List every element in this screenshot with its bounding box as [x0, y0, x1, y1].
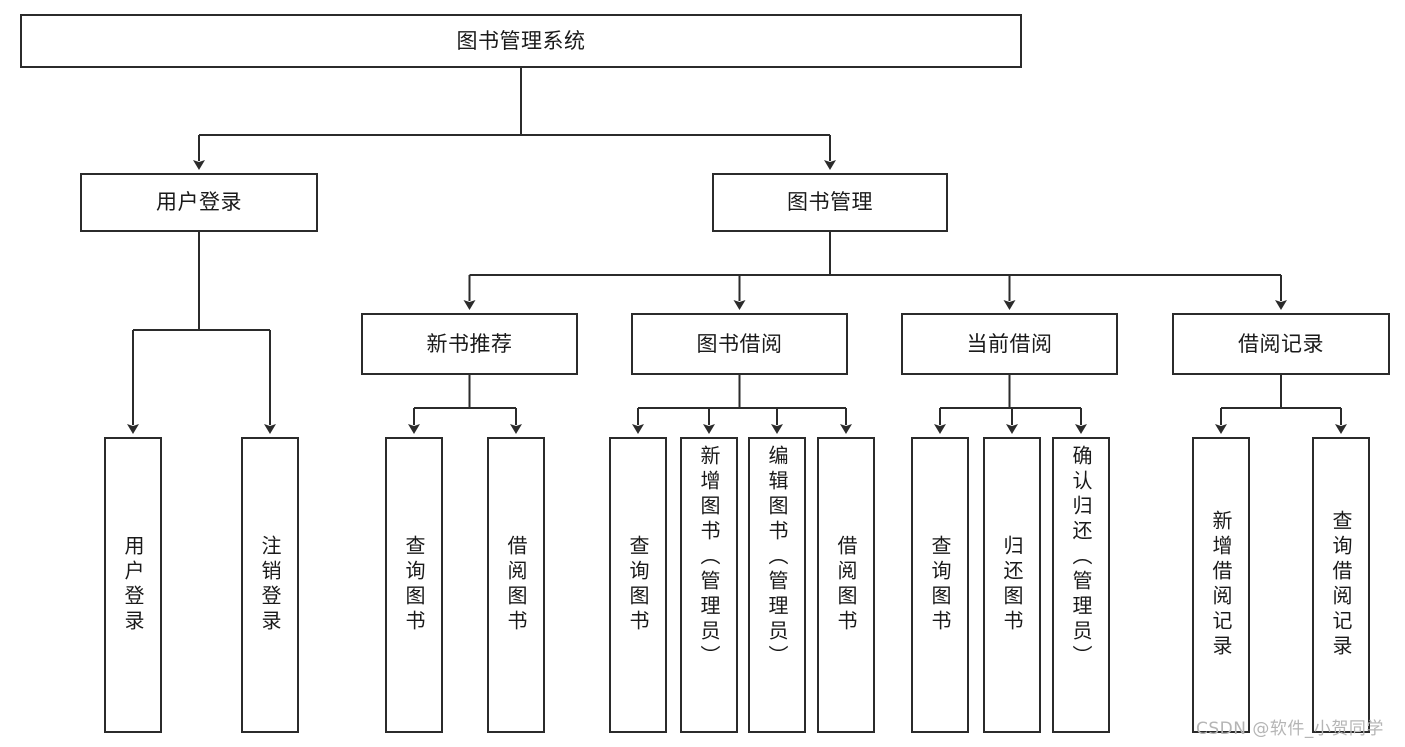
- node-leaf-return-book: 归还图书: [983, 437, 1041, 733]
- node-label: 用户登录: [121, 535, 145, 635]
- node-leaf-edit-book: 编辑图书（管理员）: [748, 437, 806, 733]
- node-label: 当前借阅: [966, 331, 1053, 356]
- node-label: 查询借阅记录: [1329, 510, 1353, 660]
- node-leaf-query-record: 查询借阅记录: [1312, 437, 1370, 733]
- node-label: 图书管理系统: [456, 28, 586, 53]
- node-label: 图书管理: [787, 190, 873, 215]
- node-label: 新增借阅记录: [1209, 510, 1233, 660]
- node-label: 借阅记录: [1238, 331, 1324, 356]
- node-root-root: 图书管理系统: [20, 14, 1022, 68]
- node-leaf-query-book-3: 查询图书: [911, 437, 969, 733]
- node-current-borrow: 当前借阅: [901, 313, 1118, 375]
- node-label: 借阅图书: [504, 535, 528, 635]
- node-label: 归还图书: [1000, 535, 1024, 635]
- node-label: 查询图书: [928, 535, 952, 635]
- node-label: 用户登录: [156, 190, 242, 215]
- node-leaf-add-record: 新增借阅记录: [1192, 437, 1250, 733]
- node-label: 查询图书: [402, 535, 426, 635]
- node-book-manage: 图书管理: [712, 173, 948, 232]
- node-leaf-user-login: 用户登录: [104, 437, 162, 733]
- node-user-login: 用户登录: [80, 173, 318, 232]
- node-leaf-add-book: 新增图书（管理员）: [680, 437, 738, 733]
- node-label: 编辑图书（管理员）: [765, 445, 789, 670]
- node-label: 借阅图书: [834, 535, 858, 635]
- node-leaf-query-book-1: 查询图书: [385, 437, 443, 733]
- node-label: 注销登录: [258, 535, 282, 635]
- node-leaf-borrow-book-1: 借阅图书: [487, 437, 545, 733]
- node-label: 查询图书: [626, 535, 650, 635]
- node-leaf-query-book-2: 查询图书: [609, 437, 667, 733]
- node-label: 新增图书（管理员）: [697, 445, 721, 670]
- node-leaf-user-logout: 注销登录: [241, 437, 299, 733]
- node-book-borrow: 图书借阅: [631, 313, 848, 375]
- node-label: 确认归还（管理员）: [1069, 445, 1093, 670]
- node-new-book-recommend: 新书推荐: [361, 313, 578, 375]
- node-leaf-borrow-book-2: 借阅图书: [817, 437, 875, 733]
- node-label: 图书借阅: [696, 331, 783, 356]
- csdn-watermark: CSDN @软件_小贺同学: [1196, 719, 1384, 739]
- node-leaf-confirm-return: 确认归还（管理员）: [1052, 437, 1110, 733]
- node-borrow-record: 借阅记录: [1172, 313, 1390, 375]
- node-label: 新书推荐: [426, 331, 513, 356]
